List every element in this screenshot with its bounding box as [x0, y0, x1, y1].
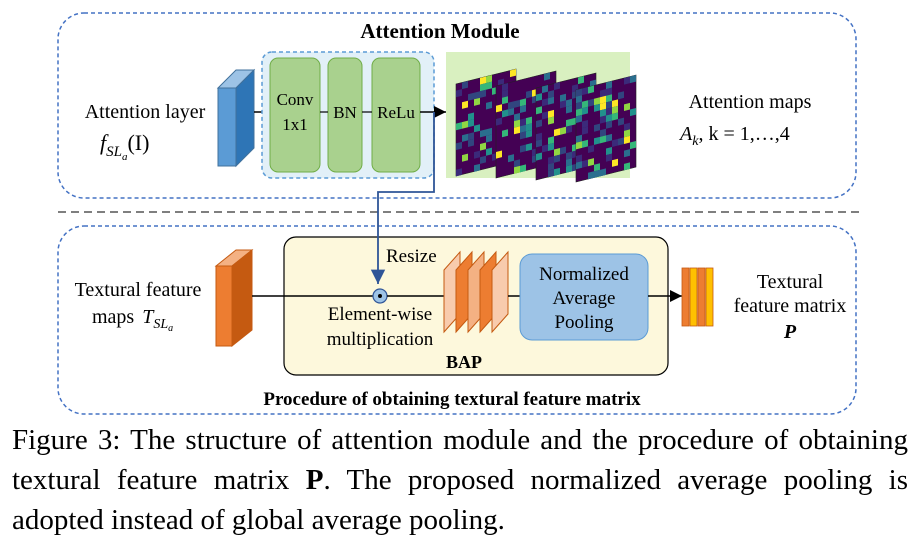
- resize-connector-arrow: [370, 112, 435, 284]
- pool-label-2: Average: [553, 288, 616, 309]
- attention-maps-stack: [455, 68, 637, 183]
- matrix-label-2: feature matrix: [734, 295, 847, 317]
- resize-label: Resize: [386, 246, 437, 267]
- caption-bold-symbol: P: [305, 464, 324, 496]
- normalized-average-pooling-block: [519, 253, 649, 341]
- caption-part-1: Figure 3: The structure of attention mod…: [12, 424, 908, 496]
- attention-layer-cube: [216, 68, 256, 168]
- bn-label: BN: [333, 103, 357, 122]
- textural-feature-matrix-bars: [681, 267, 714, 327]
- pool-label-1: Normalized: [539, 264, 629, 285]
- attention-layer-symbol: fSLa(I): [100, 130, 149, 163]
- mult-label-1: Element-wise: [328, 304, 432, 325]
- attention-maps-label: Attention maps: [689, 91, 812, 113]
- attention-module-title: Attention Module: [360, 19, 519, 43]
- attention-maps-formula: Ak, k = 1,…,4: [678, 123, 790, 149]
- matrix-symbol: P: [783, 321, 797, 343]
- caption-part-2: . The proposed normalized average poolin…: [12, 464, 909, 536]
- relu-layer-block: [371, 57, 421, 173]
- conv-size-label: 1x1: [282, 115, 308, 134]
- textural-feature-cube: [214, 248, 254, 348]
- attention-module-frame: [57, 12, 857, 199]
- attention-map-4: [575, 74, 637, 183]
- matrix-label-1: Textural: [757, 271, 824, 293]
- procedure-frame: [57, 225, 857, 415]
- textural-feature-maps-label-1: Textural feature: [75, 279, 202, 301]
- pool-label-3: Pooling: [554, 312, 614, 333]
- bn-layer-block: [327, 57, 363, 173]
- conv-layer-block: [269, 57, 321, 173]
- weighted-feature-planes: [443, 250, 509, 334]
- multiplication-dot: [378, 294, 382, 298]
- diagram: Attention Module Attention layer fSLa(I)…: [57, 12, 860, 415]
- mult-label-2: multiplication: [327, 329, 434, 350]
- conv-label: Conv: [277, 90, 314, 109]
- bap-label: BAP: [446, 352, 482, 372]
- relu-label: ReLu: [377, 103, 415, 122]
- attention-layer-label: Attention layer: [85, 101, 206, 123]
- figure-caption: Figure 3: The structure of attention mod…: [12, 420, 908, 540]
- procedure-title: Procedure of obtaining textural feature …: [263, 389, 641, 410]
